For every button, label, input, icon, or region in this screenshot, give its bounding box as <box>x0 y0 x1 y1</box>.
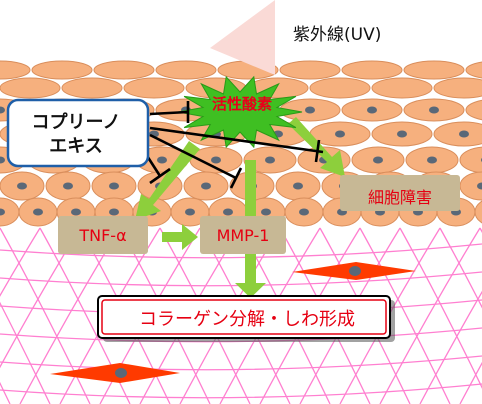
uv-label: 紫外線(UV) <box>293 25 382 45</box>
mmp-label: MMP-1 <box>216 226 270 245</box>
skin-cell <box>31 60 93 80</box>
skin-cell <box>371 121 433 147</box>
inhibit-tnf-bar <box>149 167 171 185</box>
extract-box <box>6 98 150 168</box>
result-box-inner <box>101 299 387 335</box>
collagen-fiber <box>0 383 482 399</box>
inhibit-ros <box>149 110 189 116</box>
uv-beam <box>210 0 275 75</box>
collagen-fiber <box>399 227 482 389</box>
skin-cell <box>123 77 185 99</box>
mmp-box <box>200 216 286 254</box>
extract-label-line2: エキス <box>49 136 103 157</box>
skin-cell <box>459 146 482 174</box>
skin-cell <box>474 200 482 224</box>
fibroblast-cell-top <box>292 262 416 280</box>
result-label: コラーゲン分解・しわ形成 <box>139 309 355 330</box>
skin-cell <box>61 77 123 99</box>
fibroblast-cell-bottom <box>50 363 180 383</box>
inhibit-cell-damage <box>149 126 324 154</box>
collagen-fiber <box>0 355 482 371</box>
tnf-label: TNF-α <box>79 226 127 245</box>
skin-cell <box>275 171 321 201</box>
inhibition-lines <box>140 101 324 189</box>
tnf-box <box>58 216 148 254</box>
skin-cell <box>45 171 91 201</box>
inhibit-mmp-bar <box>229 167 243 189</box>
skin-cell <box>183 171 229 201</box>
inhibit-cell-damage-bar <box>314 139 321 163</box>
skin-cell <box>93 60 155 80</box>
cell-damage-label: 細胞障害 <box>367 188 432 207</box>
skin-cell <box>0 197 20 227</box>
skin-cell <box>155 60 217 80</box>
result-box <box>97 295 391 339</box>
collagen-fiber <box>0 227 91 404</box>
collagen-fiber <box>0 227 41 297</box>
collagen-fiber <box>439 227 482 309</box>
collagen-fiber <box>379 227 481 404</box>
skin-cell <box>403 60 465 80</box>
collagen-fiber <box>359 227 451 404</box>
skin-cell <box>371 77 433 99</box>
arrow-tnf-to-mmp <box>162 224 198 250</box>
collagen-fiber <box>0 381 11 404</box>
collagen-fiber <box>0 301 51 404</box>
skin-cell <box>309 121 371 147</box>
collagen-fiber <box>419 290 482 404</box>
skin-cell <box>18 197 58 227</box>
collagen-fiber <box>0 243 482 259</box>
skin-cell <box>405 146 459 174</box>
skin-cell <box>279 98 341 122</box>
extract-label: コプリーノ エキス <box>10 111 142 159</box>
skin-cell <box>0 77 61 99</box>
cell-damage-box <box>340 175 460 211</box>
skin-cell <box>243 146 297 174</box>
skin-cell <box>0 60 31 80</box>
skin-cell <box>433 121 482 147</box>
skin-cell <box>459 171 482 201</box>
skin-cell <box>0 171 45 201</box>
skin-cell <box>465 61 482 79</box>
skin-cell <box>279 60 341 80</box>
arrow-ros-to-tnf <box>135 141 200 220</box>
skin-cell <box>309 77 371 99</box>
arrow-ros-to-cell-damage <box>288 117 345 177</box>
collagen-fiber <box>459 361 482 404</box>
inhibit-mmp <box>149 133 237 180</box>
skin-cell <box>465 99 482 121</box>
extract-label-line1: コプリーノ <box>31 112 121 133</box>
skin-cell <box>433 77 482 99</box>
skin-cell <box>341 60 403 80</box>
skin-cell <box>284 197 324 227</box>
skin-cell <box>351 146 405 174</box>
skin-cell <box>403 98 465 122</box>
skin-cell <box>91 171 137 201</box>
ros-label: 活性酸素 <box>212 95 273 113</box>
skin-cell <box>341 98 403 122</box>
